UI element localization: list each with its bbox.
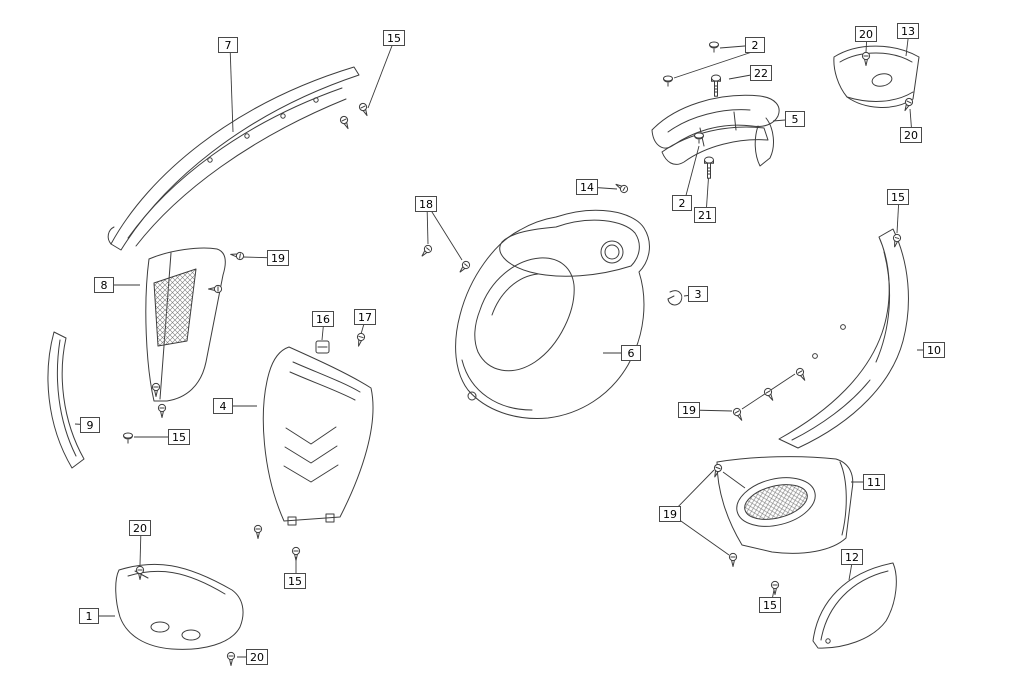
callout-8: 8 [94,277,114,293]
callout-16: 16 [312,311,334,327]
part-13-rear-cowl [833,45,920,113]
callout-15-e: 15 [759,597,781,613]
part-12-lower-trim [770,562,897,649]
callout-12: 12 [841,549,863,565]
part-9-front-trim [47,331,85,469]
leader-lines [74,30,935,658]
carrier-fasteners [613,41,721,195]
callout-15-c: 15 [168,429,190,445]
part-8-inner-shield [145,247,245,418]
callout-2-a: 2 [745,37,765,53]
callout-2-b: 2 [672,195,692,211]
callout-6: 6 [621,345,641,361]
callout-21: 21 [694,207,716,223]
callout-9: 9 [80,417,100,433]
callout-20-b: 20 [900,127,922,143]
callout-5: 5 [785,111,805,127]
part-6-storage-bucket [455,209,650,419]
callout-18: 18 [415,196,437,212]
callout-14: 14 [576,179,598,195]
callout-11: 11 [863,474,885,490]
part-4-front-cover [253,346,374,561]
callout-1: 1 [79,608,99,624]
part-7-windshield-trim [107,66,371,251]
callout-15-d: 15 [284,573,306,589]
part-10-side-panel [731,228,909,449]
callout-19-c: 19 [659,506,681,522]
part-17-screw [354,332,366,348]
part-11-grille-cover [710,456,854,567]
callout-19-a: 19 [267,250,289,266]
callout-13: 13 [897,23,919,39]
callout-20-a: 20 [855,26,877,42]
misc-fasteners [123,233,902,444]
callout-17: 17 [354,309,376,325]
callout-19-b: 19 [678,402,700,418]
callout-10: 10 [923,342,945,358]
callout-20-d: 20 [246,649,268,665]
callout-7: 7 [218,37,238,53]
part-3-clip [667,290,683,306]
callout-22: 22 [750,65,772,81]
part-16-damper [315,340,330,354]
part-5-rear-carrier [651,94,780,167]
callout-15-b: 15 [887,189,909,205]
callout-3: 3 [688,286,708,302]
callout-15-a: 15 [383,30,405,46]
part-1-floor-board [115,563,244,666]
callout-4: 4 [213,398,233,414]
callout-20-c: 20 [129,520,151,536]
